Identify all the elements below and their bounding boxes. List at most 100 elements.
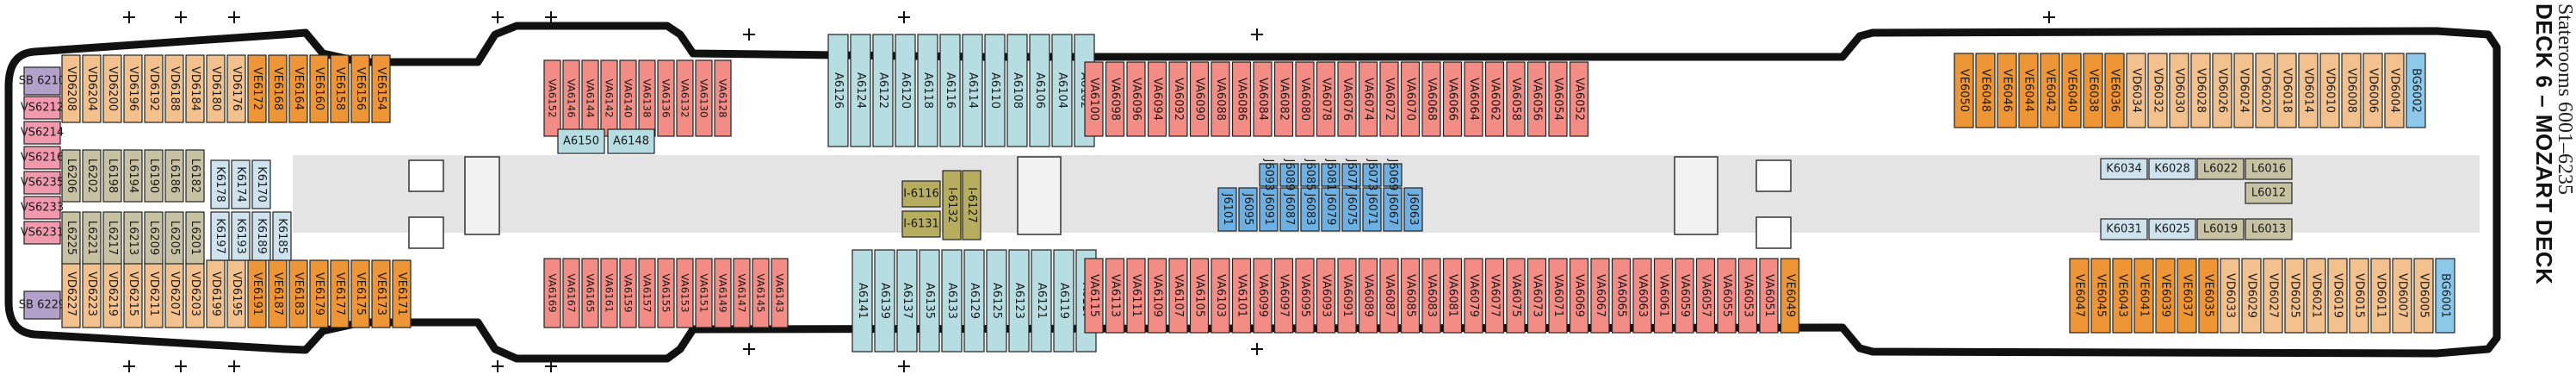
stateroom-number: VE6047 (2073, 274, 2086, 317)
stateroom-number: VD6026 (2216, 68, 2229, 113)
deck-title-block: DECK 6 – MOZART DECK Staterooms 6001–623… (2527, 0, 2576, 384)
stateroom-box (1316, 258, 1336, 334)
stateroom: VA6073 (1526, 258, 1547, 334)
stateroom: VA6140 (619, 59, 637, 137)
stateroom: A6122 (872, 34, 894, 147)
stateroom-number: VA6084 (1256, 78, 1269, 121)
stateroom-number: L6201 (189, 221, 201, 255)
stateroom: VD6180 (206, 54, 226, 123)
stateroom-box (2133, 258, 2154, 334)
stateroom: I-6131 (901, 210, 941, 238)
stateroom: VD6008 (2341, 53, 2362, 128)
stateroom-box (562, 258, 580, 328)
stateroom: VE6156 (350, 54, 370, 123)
stateroom: VD6207 (164, 259, 184, 328)
stateroom-box (619, 258, 637, 328)
stateroom: VD6227 (61, 259, 81, 328)
stateroom: VD6032 (2147, 53, 2168, 128)
stateroom: VA6098 (1105, 61, 1125, 137)
stateroom-number: A6122 (876, 72, 889, 109)
stateroom: VD6014 (2298, 53, 2319, 128)
stateroom-box (917, 34, 938, 147)
stateroom-box (2100, 218, 2148, 240)
stateroom-number: VA6147 (736, 273, 748, 312)
stateroom-box (2198, 258, 2219, 334)
stateroom-number: VE6175 (354, 272, 367, 315)
muster-cross-icon (175, 11, 187, 23)
stateroom-box (1975, 53, 1996, 128)
stateroom-number: VA6103 (1214, 274, 1227, 317)
stateroom-number: VD6020 (2259, 68, 2272, 113)
stateroom: VA6051 (1759, 258, 1779, 334)
stateroom-number: K6028 (2154, 163, 2190, 176)
stateroom: VA6056 (1526, 61, 1547, 137)
stateroom-box (2255, 53, 2276, 128)
stateroom-box (874, 249, 895, 353)
stateroom-number: VA6072 (1383, 78, 1396, 121)
stateroom-box (185, 149, 205, 203)
stateroom: VD6215 (123, 259, 143, 328)
stateroom: L6012 (2245, 182, 2293, 204)
stateroom: VA6084 (1253, 61, 1273, 137)
stateroom-number: VD6011 (2375, 273, 2387, 318)
stateroom: VS6214 (21, 121, 64, 145)
elevator-bank (1756, 216, 1792, 249)
stateroom-number: A6121 (1035, 283, 1048, 319)
stateroom: L6190 (144, 149, 164, 203)
stateroom: VA6085 (1400, 258, 1421, 334)
stateroom-number: VD6006 (2367, 68, 2380, 113)
stateroom: VD6204 (82, 54, 102, 123)
stateroom-box (1400, 61, 1421, 137)
stateroom-box (543, 258, 561, 328)
stateroom-box (144, 149, 164, 203)
stateroom-number: VA6068 (1425, 78, 1438, 121)
stateroom: VA6076 (1337, 61, 1357, 137)
stateroom: A6133 (941, 249, 963, 353)
stateroom-box (1653, 258, 1674, 334)
stateroom-box (2392, 258, 2412, 334)
stateroom-box (206, 54, 226, 123)
stateroom: VA6058 (1506, 61, 1526, 137)
stateroom: L6194 (123, 149, 143, 203)
stateroom-box (2126, 53, 2146, 128)
stateroom-number: VD6195 (230, 272, 243, 316)
stateroom-number: VE6179 (313, 272, 325, 315)
stateroom: VD6196 (123, 54, 143, 123)
stateroom: A6123 (1008, 249, 1030, 353)
stateroom-number: VE6158 (333, 67, 346, 110)
stateroom: VA6089 (1358, 258, 1378, 334)
stateroom: L6205 (164, 211, 184, 265)
stateroom: VA6115 (1084, 258, 1104, 334)
stateroom-box (895, 34, 916, 147)
stateroom-number: J6089 (1283, 159, 1296, 191)
stateroom: VA6169 (543, 258, 561, 328)
stateroom-box (2018, 53, 2039, 128)
stateroom: VA6099 (1253, 258, 1273, 334)
stateroom-box (2245, 182, 2293, 204)
stateroom: J6081 (1321, 159, 1341, 190)
stateroom: A6150 (557, 128, 605, 154)
stateroom-number: VA6079 (1467, 274, 1480, 317)
stateroom: K6197 (210, 211, 230, 261)
stateroom: VA6161 (600, 258, 618, 328)
stateroom: K6170 (251, 159, 271, 209)
stateroom-number: VD6211 (147, 272, 160, 316)
stateroom: VD6211 (144, 259, 164, 328)
stateroom-box (2090, 258, 2111, 334)
stateroom-number: VA6077 (1489, 274, 1502, 317)
stateroom: VA6055 (1717, 258, 1737, 334)
stateroom-box (288, 259, 308, 328)
stateroom: A6114 (962, 34, 983, 147)
stateroom-number: A6119 (1057, 283, 1070, 319)
stateroom-number: A6124 (854, 72, 867, 109)
stateroom-box (1253, 258, 1273, 334)
stateroom: L6209 (144, 211, 164, 265)
stateroom-box (2245, 218, 2293, 240)
stateroom: VD6208 (61, 54, 81, 123)
stateroom-box (23, 196, 61, 220)
stateroom-number: L6209 (147, 221, 160, 255)
stateroom-box (1053, 249, 1074, 353)
stateroom: VA6070 (1400, 61, 1421, 137)
stateroom-box (23, 290, 61, 320)
